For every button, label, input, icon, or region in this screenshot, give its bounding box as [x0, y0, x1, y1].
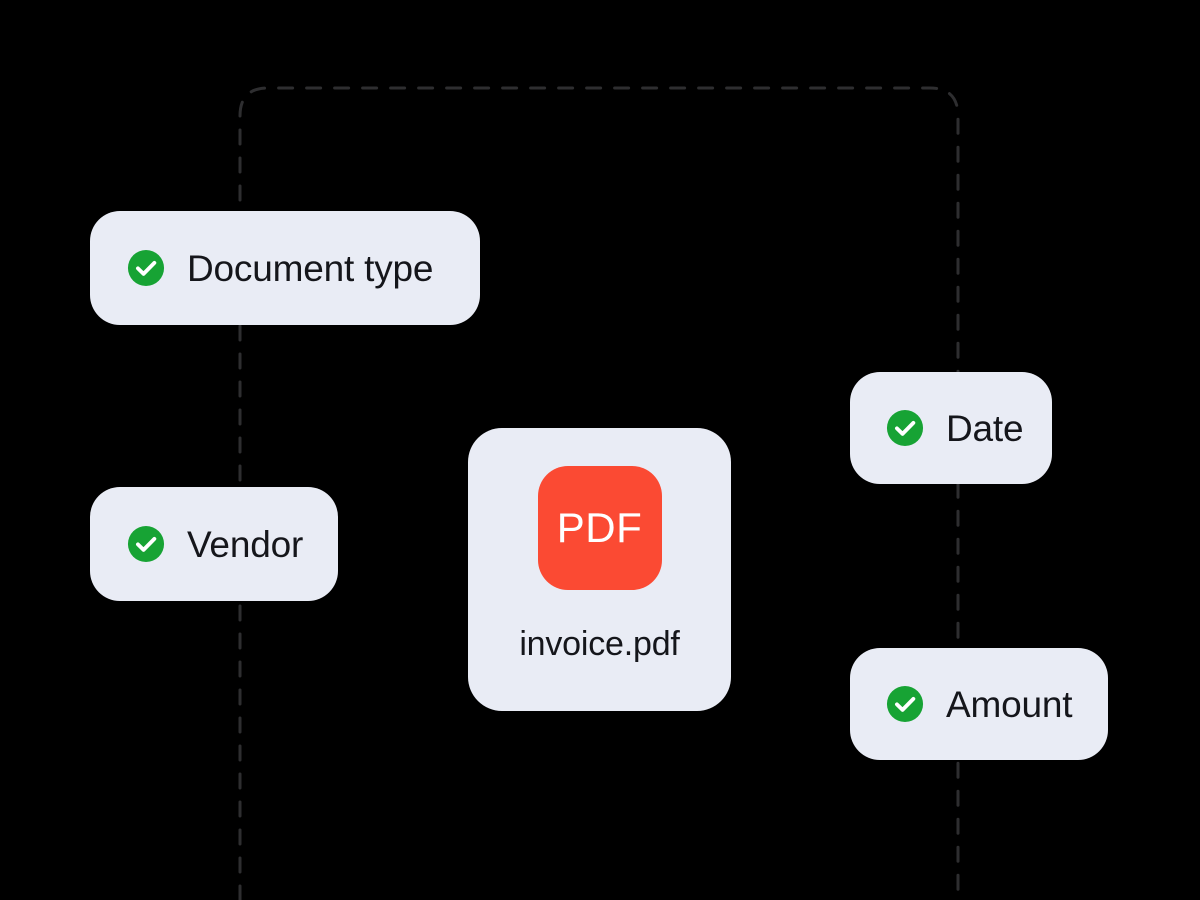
file-name-label: invoice.pdf [519, 625, 680, 663]
field-pill-label: Amount [946, 683, 1073, 725]
check-circle-icon [886, 409, 924, 447]
field-pill-date[interactable]: Date [850, 372, 1052, 484]
field-pill-vendor[interactable]: Vendor [90, 487, 338, 601]
pdf-file-icon: PDF [537, 466, 662, 590]
field-pill-document-type[interactable]: Document type [90, 211, 480, 325]
check-circle-icon [127, 249, 165, 287]
check-circle-icon [886, 685, 924, 723]
field-pill-amount[interactable]: Amount [850, 648, 1108, 760]
file-card[interactable]: PDF invoice.pdf [468, 428, 731, 711]
check-circle-icon [127, 525, 165, 563]
file-extension-label: PDF [556, 504, 643, 551]
field-pill-label: Date [946, 407, 1024, 449]
field-pill-label: Document type [187, 247, 434, 289]
field-pill-label: Vendor [187, 523, 304, 565]
